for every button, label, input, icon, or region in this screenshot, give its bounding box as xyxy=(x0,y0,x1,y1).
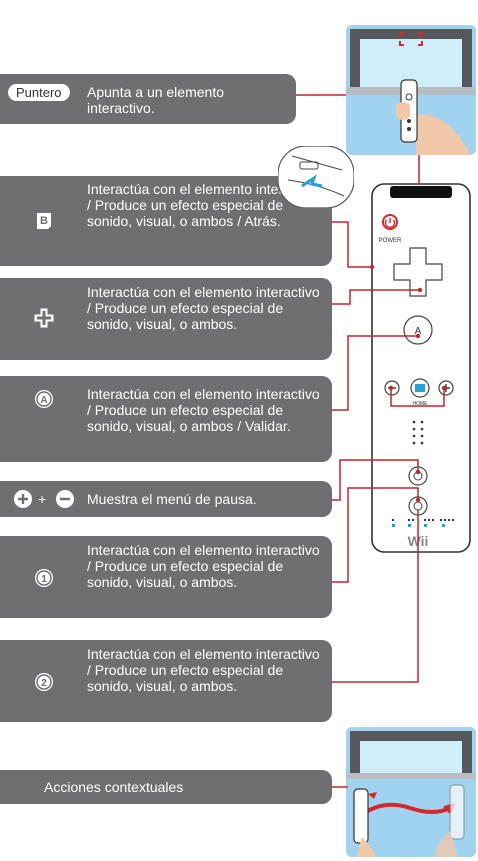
two-button-icon: 2 xyxy=(35,673,53,691)
b-trigger-inset xyxy=(278,146,354,208)
dpad-description: Interactúa con el elemento interactivo /… xyxy=(87,284,320,332)
remote-a-label: A xyxy=(415,326,422,337)
pointer-description: Apunta a un elemento interactivo. xyxy=(87,84,224,116)
b-icon-letter: B xyxy=(40,215,48,227)
a-button-icon: A xyxy=(35,390,53,408)
leader-home xyxy=(390,388,445,407)
b-button-card: B Interactúa con el elemento interactivo… xyxy=(0,176,332,266)
pointer-card: Puntero Apunta a un elemento interactivo… xyxy=(0,74,296,124)
two-button-description: Interactúa con el elemento interactivo /… xyxy=(87,646,320,694)
dpad-card: Interactúa con el elemento interactivo /… xyxy=(0,278,332,360)
two-icon-label: 2 xyxy=(41,678,47,689)
minus-button-icon xyxy=(56,490,74,508)
plus-button-icon xyxy=(14,490,32,508)
pause-joiner: + xyxy=(38,491,47,507)
pointer-photo xyxy=(346,25,476,155)
home-label: HOME xyxy=(413,401,429,407)
pause-description: Muestra el menú de pausa. xyxy=(87,491,257,507)
a-icon-letter: A xyxy=(40,395,47,406)
one-button-card: 1 Interactúa con el elemento interactivo… xyxy=(0,536,332,618)
a-button-card: A Interactúa con el elemento interactivo… xyxy=(0,376,332,462)
one-icon-label: 1 xyxy=(41,574,47,585)
pointer-badge: Puntero xyxy=(8,84,70,101)
contextual-card: Acciones contextuales xyxy=(0,770,332,804)
leader-pause xyxy=(332,459,419,501)
leader-a xyxy=(332,335,418,411)
two-button-card: 2 Interactúa con el elemento interactivo… xyxy=(0,640,332,722)
leader-b xyxy=(332,221,372,268)
leader-one xyxy=(332,487,419,583)
contextual-photo xyxy=(346,727,476,857)
dpad-icon xyxy=(34,308,54,328)
b-button-icon: B xyxy=(37,213,51,229)
contextual-description: Acciones contextuales xyxy=(44,779,184,795)
leader-dpad xyxy=(332,289,420,305)
b-button-description: Interactúa con el elemento interactivo /… xyxy=(87,181,320,229)
one-button-description: Interactúa con el elemento interactivo /… xyxy=(87,542,320,590)
power-label: POWER xyxy=(379,238,402,244)
a-button-description: Interactúa con el elemento interactivo /… xyxy=(87,386,320,434)
pause-card: + Muestra el menú de pausa. xyxy=(0,481,332,517)
one-button-icon: 1 xyxy=(35,569,53,587)
leader-two xyxy=(332,510,419,683)
